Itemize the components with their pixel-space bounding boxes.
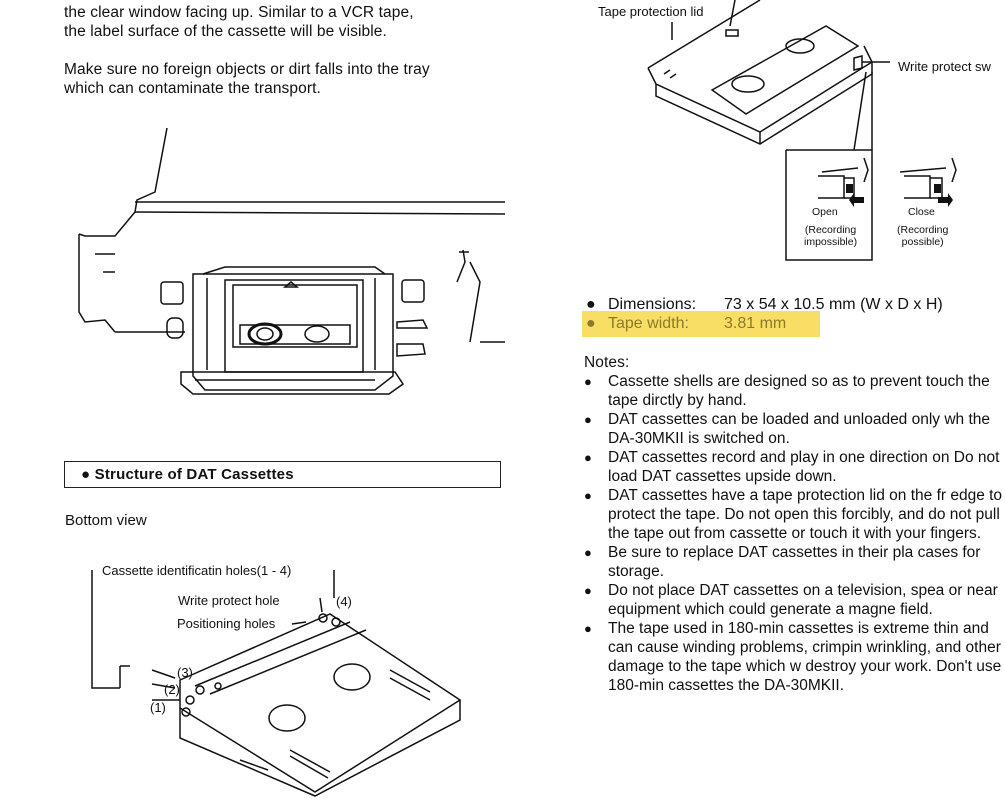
tape-width-value: 3.81 mm (724, 315, 787, 332)
cassette-bottom-view-illustration (91, 570, 462, 797)
label-close: Close (908, 206, 935, 218)
label-n2: (2) (164, 682, 180, 697)
spec-tape-width-row: ●Tape width:3.81 mm (586, 315, 787, 332)
warning-line-2: which can contaminate the transport. (64, 80, 321, 97)
structure-heading-box: ● Structure of DAT Cassettes (64, 461, 501, 488)
note-item: DAT cassettes record and play in one dir… (582, 448, 1005, 486)
tape-width-highlight (582, 311, 820, 337)
notes-list: Cassette shells are designed so as to pr… (582, 372, 1005, 695)
label-recording-possible: (Recording possible) (897, 224, 949, 248)
label-write-protect-hole: Write protect hole (178, 593, 280, 608)
deck-tray-illustration (78, 127, 506, 395)
label-n3: (3) (177, 665, 193, 680)
structure-title: Structure of DAT Cassettes (94, 466, 294, 483)
intro-paragraph: the clear window facing up. Similar to a… (64, 3, 509, 41)
spec-dimensions-row: ●Dimensions:73 x 54 x 10.5 mm (W x D x H… (586, 296, 943, 313)
note-item: DAT cassettes can be loaded and unloaded… (582, 410, 1005, 448)
note-item: Be sure to replace DAT cassettes in thei… (582, 543, 1005, 581)
label-write-protect: Write protect sw (898, 59, 991, 74)
note-item: Cassette shells are designed so as to pr… (582, 372, 1005, 410)
label-recording-impossible: (Recording impossible) (804, 224, 858, 248)
label-id-holes: Cassette identificatin holes(1 - 4) (102, 563, 292, 578)
label-open: Open (812, 206, 838, 218)
notes-heading: Notes: (584, 354, 630, 371)
label-n4: (4) (336, 594, 352, 609)
warning-line-1: Make sure no foreign objects or dirt fal… (64, 61, 430, 78)
intro-line-2: the label surface of the cassette will b… (64, 23, 387, 40)
warning-paragraph: Make sure no foreign objects or dirt fal… (64, 60, 509, 98)
dimensions-label: Dimensions: (608, 296, 697, 313)
label-positioning-holes: Positioning holes (177, 616, 276, 631)
note-item: Do not place DAT cassettes on a televisi… (582, 581, 1005, 619)
dimensions-value: 73 x 54 x 10.5 mm (W x D x H) (724, 296, 943, 313)
bottom-view-label: Bottom view (65, 512, 147, 529)
note-item: DAT cassettes have a tape protection lid… (582, 486, 1005, 543)
label-n1: (1) (150, 700, 166, 715)
label-tape-protection-lid: Tape protection lid (598, 4, 704, 19)
tape-width-label: Tape width: (608, 315, 689, 332)
intro-line-1: the clear window facing up. Similar to a… (64, 4, 414, 21)
cassette-top-view-illustration (647, 0, 957, 261)
structure-heading: ● Structure of DAT Cassettes (81, 466, 294, 483)
note-item: The tape used in 180-min cassettes is ex… (582, 619, 1005, 695)
